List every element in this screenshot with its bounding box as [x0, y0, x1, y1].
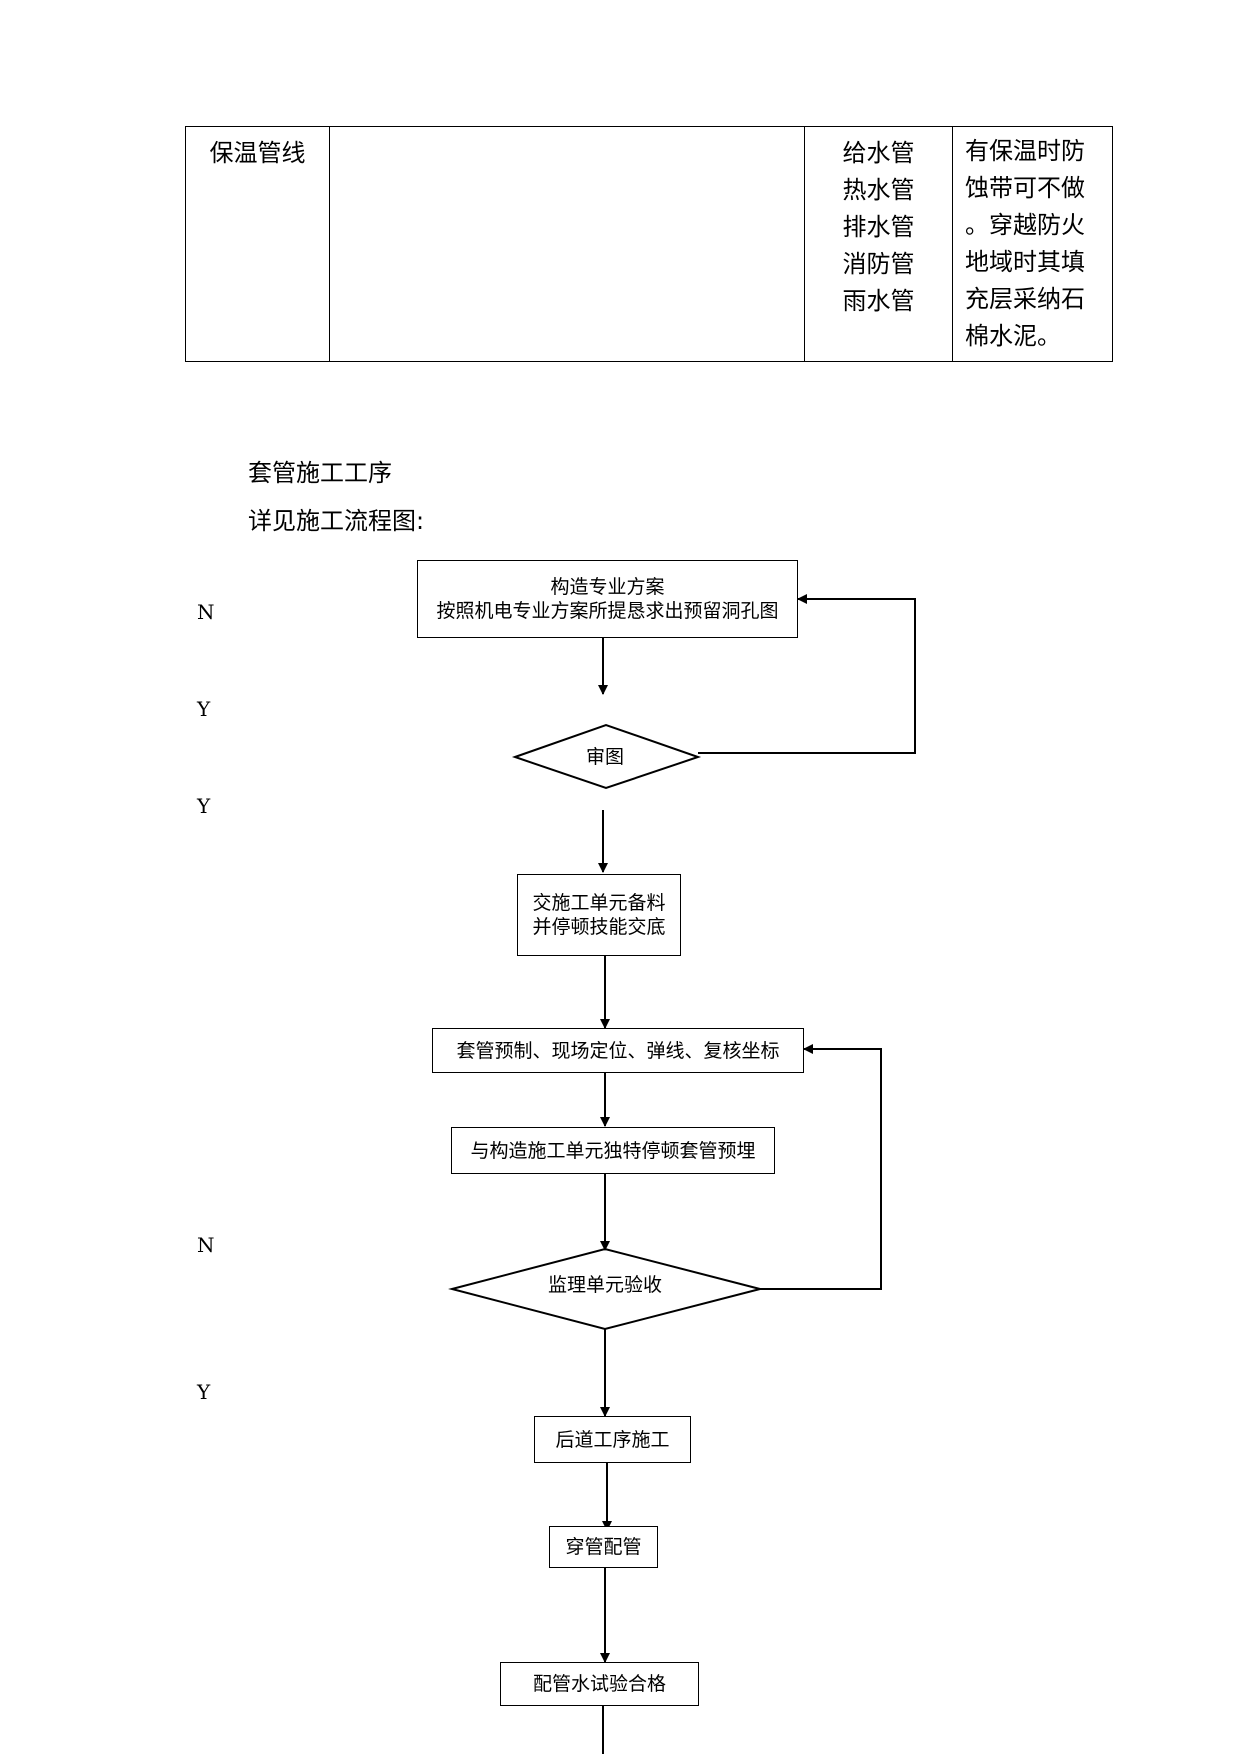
side-label-y: Y [197, 794, 211, 818]
category-text: 保温管线 [209, 139, 306, 167]
pipe-type: 热水管 [842, 176, 915, 204]
note-line: 棉水泥。 [965, 322, 1061, 350]
side-label-y: Y [197, 1380, 211, 1404]
step-text: 交施工单元备料 [532, 892, 666, 914]
step-text: 套管预制、现场定位、弹线、复核坐标 [456, 1039, 780, 1062]
step-text: 穿管配管 [565, 1536, 642, 1558]
step-text: 后道工序施工 [555, 1428, 670, 1451]
flow-step-handover: 交施工单元备料 并停顿技能交底 [517, 874, 681, 956]
decision-review-label: 审图 [585, 746, 624, 768]
step-text: 配管水试验合格 [532, 1673, 666, 1695]
note-cell: 有保温时防 蚀带可不做 。穿越防火 地域时其填 充层采纳石 棉水泥。 [952, 126, 1113, 362]
flow-step-pipe-install: 穿管配管 [549, 1526, 658, 1568]
step-text: 并停顿技能交底 [532, 916, 666, 938]
flow-step-design: 构造专业方案 按照机电专业方案所提恳求出预留洞孔图 [417, 560, 798, 638]
pipe-type: 消防管 [842, 250, 915, 278]
pipe-spec-table: 保温管线 给水管 热水管 排水管 消防管 雨水管 有保温时防 蚀带可不做 。穿越… [185, 126, 1113, 362]
note-line: 。穿越防火 [965, 211, 1085, 239]
pipe-type: 雨水管 [842, 287, 915, 315]
category-cell: 保温管线 [185, 126, 330, 362]
section-intro: 详见施工流程图: [248, 507, 425, 535]
side-label-y: Y [197, 697, 211, 721]
section-title: 套管施工工序 [248, 459, 392, 487]
flow-step-next-process: 后道工序施工 [534, 1416, 691, 1463]
flow-step-water-test: 配管水试验合格 [500, 1662, 699, 1706]
step-text: 按照机电专业方案所提恳求出预留洞孔图 [436, 600, 779, 622]
note-line: 蚀带可不做 [965, 174, 1085, 202]
description-cell [329, 126, 805, 362]
table-row: 保温管线 给水管 热水管 排水管 消防管 雨水管 有保温时防 蚀带可不做 。穿越… [185, 126, 1113, 362]
pipe-type: 给水管 [842, 139, 915, 167]
side-label-n: N [197, 600, 215, 624]
step-text: 与构造施工单元独特停顿套管预埋 [470, 1139, 756, 1162]
flow-step-prefab: 套管预制、现场定位、弹线、复核坐标 [432, 1028, 804, 1073]
pipe-type: 排水管 [842, 213, 915, 241]
feedback-arrow [760, 1044, 882, 1290]
decision-diamond [511, 723, 702, 790]
decision-inspection-label: 监理单元验收 [547, 1274, 662, 1296]
note-line: 有保温时防 [965, 137, 1085, 165]
flow-step-embed: 与构造施工单元独特停顿套管预埋 [451, 1127, 775, 1174]
note-line: 地域时其填 [965, 248, 1085, 276]
pipe-types-cell: 给水管 热水管 排水管 消防管 雨水管 [804, 126, 953, 362]
feedback-arrow [698, 594, 916, 754]
step-text: 构造专业方案 [550, 576, 665, 598]
note-line: 充层采纳石 [965, 285, 1085, 313]
side-label-n: N [197, 1233, 215, 1257]
